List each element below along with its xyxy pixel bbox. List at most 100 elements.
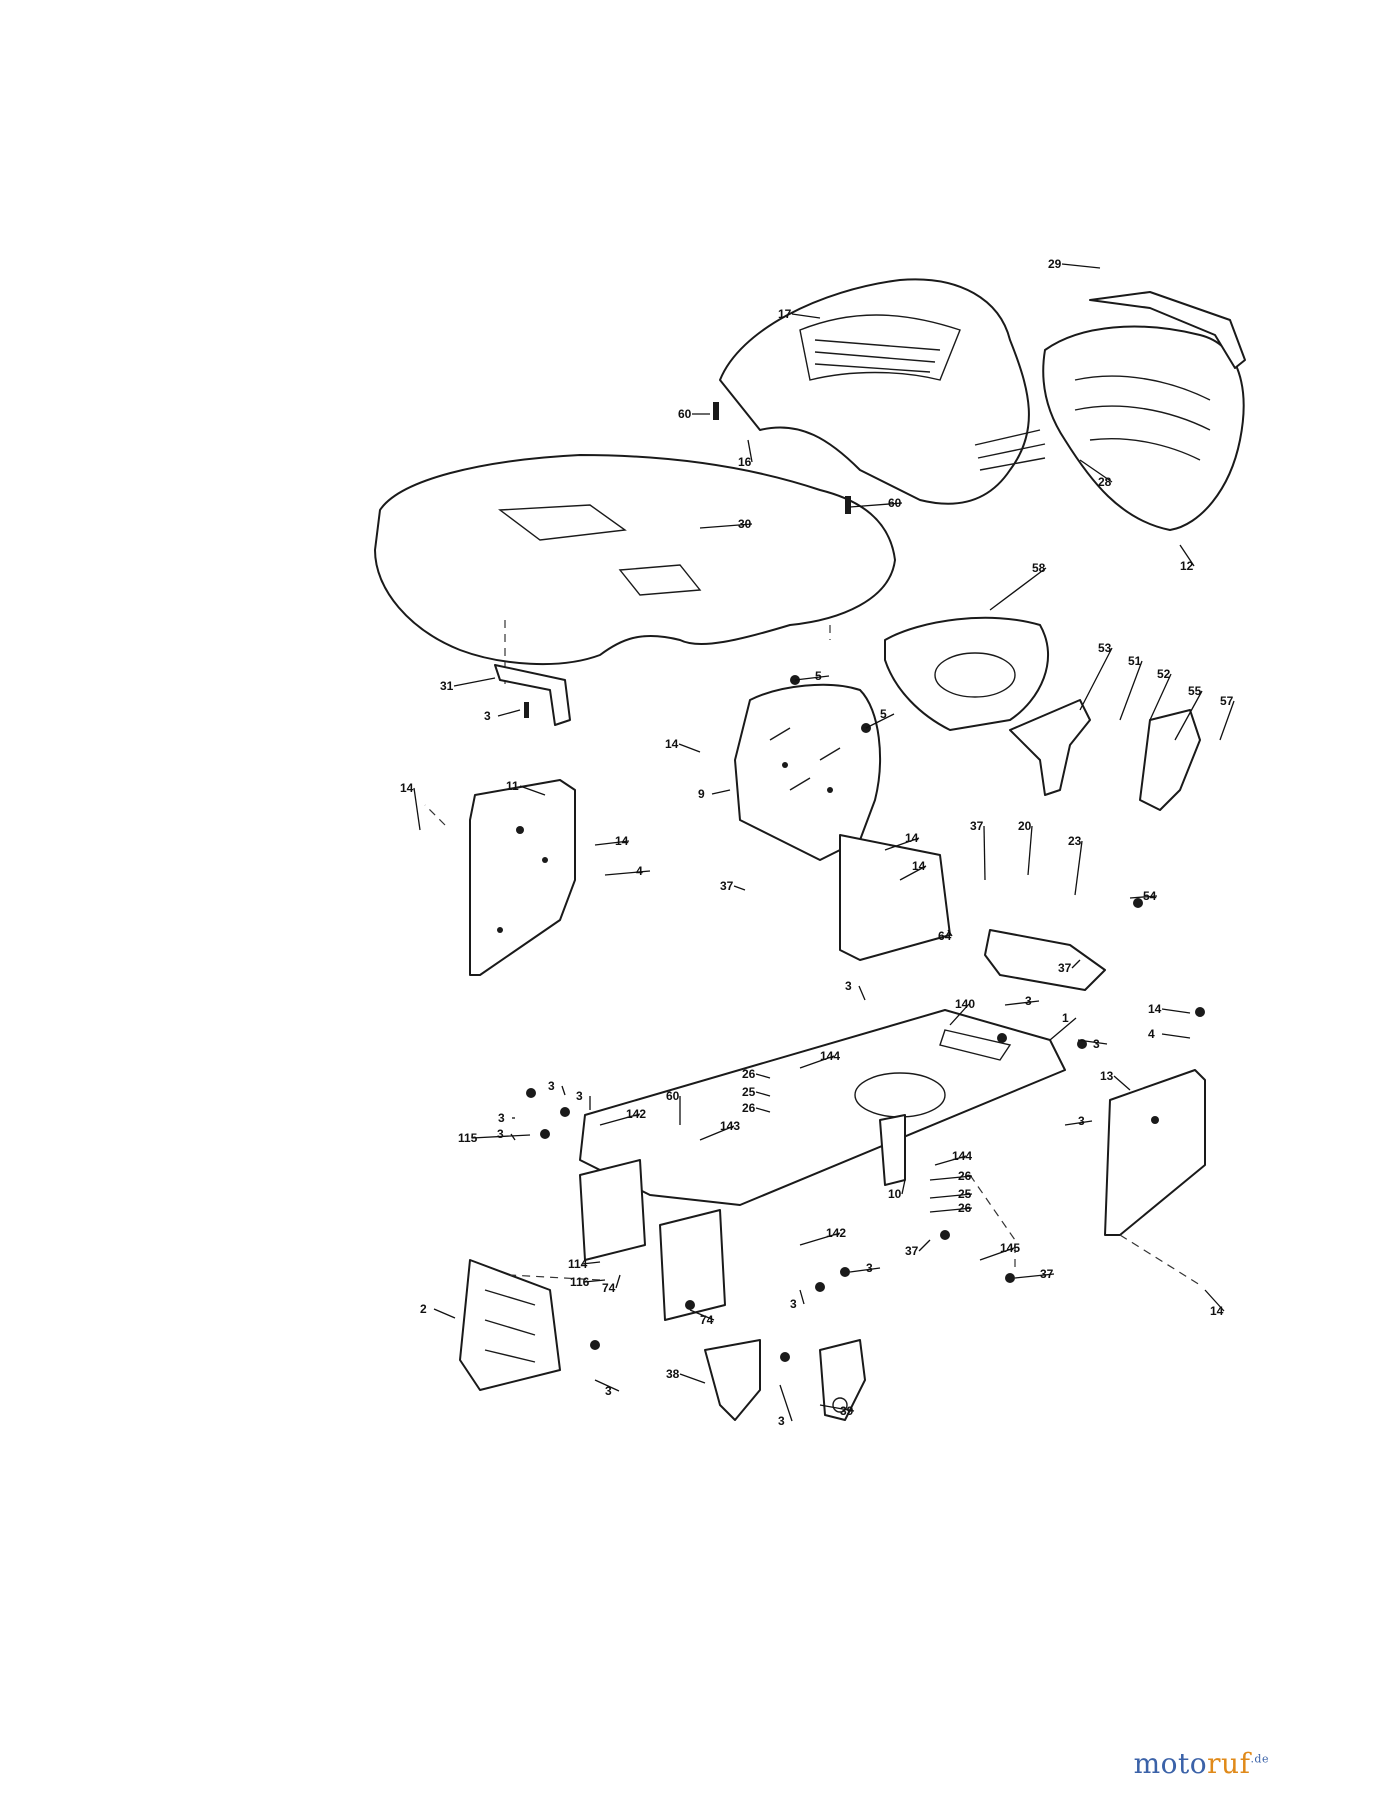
callout-label: 14: [615, 834, 629, 848]
callout-leader-line: [699, 1125, 735, 1141]
callout-leader-line: [934, 1155, 967, 1166]
callout-label: 26: [958, 1169, 972, 1183]
plate-20: [984, 929, 1106, 991]
callout-leader-line: [689, 1309, 715, 1321]
callout-label: 1: [1062, 1011, 1069, 1025]
callout-label: 51: [1128, 654, 1142, 668]
callout-leader-line: [583, 1279, 606, 1283]
callout-leader-line: [899, 865, 927, 881]
callout-leader-line: [594, 1379, 620, 1392]
callout-label: 25: [958, 1187, 972, 1201]
callout-label: 14: [1210, 1304, 1224, 1318]
front-bracket-2: [459, 1259, 561, 1391]
callout-leader-line: [865, 713, 895, 729]
callout-label: 4: [1148, 1027, 1155, 1041]
callout-leader-line: [1074, 840, 1083, 896]
callout-label: 3: [498, 1111, 505, 1125]
callout-label: 64: [938, 929, 952, 943]
callout-label: 144: [952, 1149, 972, 1163]
callout-label: 28: [1098, 475, 1112, 489]
callout-leader-line: [858, 985, 866, 1001]
callout-label: 52: [1157, 667, 1171, 681]
callout-leader-line: [929, 1193, 973, 1199]
callout-leader-line: [599, 1113, 641, 1126]
callout-label: 11: [506, 779, 519, 793]
callout-label: 29: [1048, 257, 1062, 271]
callout-leader-line: [1079, 647, 1113, 711]
callout-leader-line: [453, 677, 496, 687]
callout-label: 38: [666, 1367, 680, 1381]
callout-label: 3: [497, 1127, 504, 1141]
callout-leader-line: [755, 1091, 771, 1097]
callout-leader-line: [1129, 895, 1158, 899]
callout-leader-line: [1119, 660, 1143, 721]
callout-label: 26: [958, 1201, 972, 1215]
callout-label: 2: [420, 1302, 427, 1316]
callout-leader-line: [1219, 700, 1235, 741]
callout-label: 39: [840, 1404, 854, 1418]
callout-layer: 1729601660302812583135514953515255571114…: [400, 257, 1235, 1428]
callout-leader-line: [1149, 673, 1172, 721]
callout-label: 3: [866, 1261, 873, 1275]
callout-leader-line: [755, 1073, 771, 1079]
callout-label: 3: [845, 979, 852, 993]
callout-leader-line: [849, 502, 903, 508]
dash-panel-9: [734, 683, 881, 861]
callout-label: 14: [665, 737, 679, 751]
callout-label: 142: [626, 1107, 646, 1121]
callout-leader-line: [711, 789, 731, 795]
callout-label: 25: [742, 1085, 756, 1099]
callout-label: 26: [742, 1101, 756, 1115]
hood-assembly: [719, 278, 1046, 505]
callout-label: 16: [738, 455, 752, 469]
bracket-39: [819, 1339, 866, 1421]
callout-label: 37: [970, 819, 984, 833]
callout-label: 13: [1100, 1069, 1114, 1083]
callout-label: 3: [484, 709, 491, 723]
callout-leader-line: [918, 1239, 931, 1252]
callout-leader-line: [733, 885, 746, 891]
callout-leader-line: [1027, 825, 1033, 876]
callout-leader-line: [510, 1133, 516, 1141]
callout-label: 143: [720, 1119, 740, 1133]
callout-leader-line: [747, 439, 753, 463]
callout-label: 58: [1032, 561, 1046, 575]
callout-leader-line: [819, 1404, 855, 1412]
callout-label: 55: [1188, 684, 1202, 698]
callout-leader-line: [1079, 459, 1113, 483]
callout-label: 60: [666, 1089, 680, 1103]
callout-leader-line: [1004, 1000, 1040, 1006]
callout-label: 37: [905, 1244, 919, 1258]
watermark-part3: .de: [1250, 1752, 1269, 1766]
callout-label: 30: [738, 517, 752, 531]
callout-leader-line: [884, 837, 920, 851]
callout-leader-line: [1049, 1017, 1077, 1041]
callout-leader-line: [779, 1384, 793, 1422]
callout-label: 14: [905, 831, 919, 845]
callout-leader-line: [791, 313, 821, 319]
callout-leader-line: [1161, 1008, 1191, 1014]
callout-leader-line: [1077, 1039, 1108, 1045]
callout-label: 3: [1025, 994, 1032, 1008]
callout-leader-line: [1061, 263, 1101, 269]
callout-leader-line: [678, 743, 701, 753]
watermark-part1: moto: [1133, 1747, 1208, 1780]
callout-label: 144: [820, 1049, 840, 1063]
callout-leader-line: [799, 1055, 835, 1069]
callout-label: 53: [1098, 641, 1112, 655]
callout-leader-line: [1174, 690, 1203, 741]
callout-label: 12: [1180, 559, 1194, 573]
callout-leader-line: [433, 1308, 456, 1319]
grill-assembly: [1042, 291, 1246, 531]
callout-leader-line: [929, 1207, 973, 1213]
callout-leader-line: [949, 1003, 970, 1026]
chassis-frame-1: [579, 1009, 1066, 1206]
callout-leader-line: [679, 1373, 706, 1384]
callout-label: 142: [826, 1226, 846, 1240]
callout-leader-line: [901, 1179, 906, 1195]
callout-leader-line: [1161, 1033, 1191, 1039]
callout-label: 145: [1000, 1241, 1020, 1255]
callout-label: 14: [912, 859, 926, 873]
callout-label: 31: [440, 679, 454, 693]
callout-label: 3: [1078, 1114, 1085, 1128]
